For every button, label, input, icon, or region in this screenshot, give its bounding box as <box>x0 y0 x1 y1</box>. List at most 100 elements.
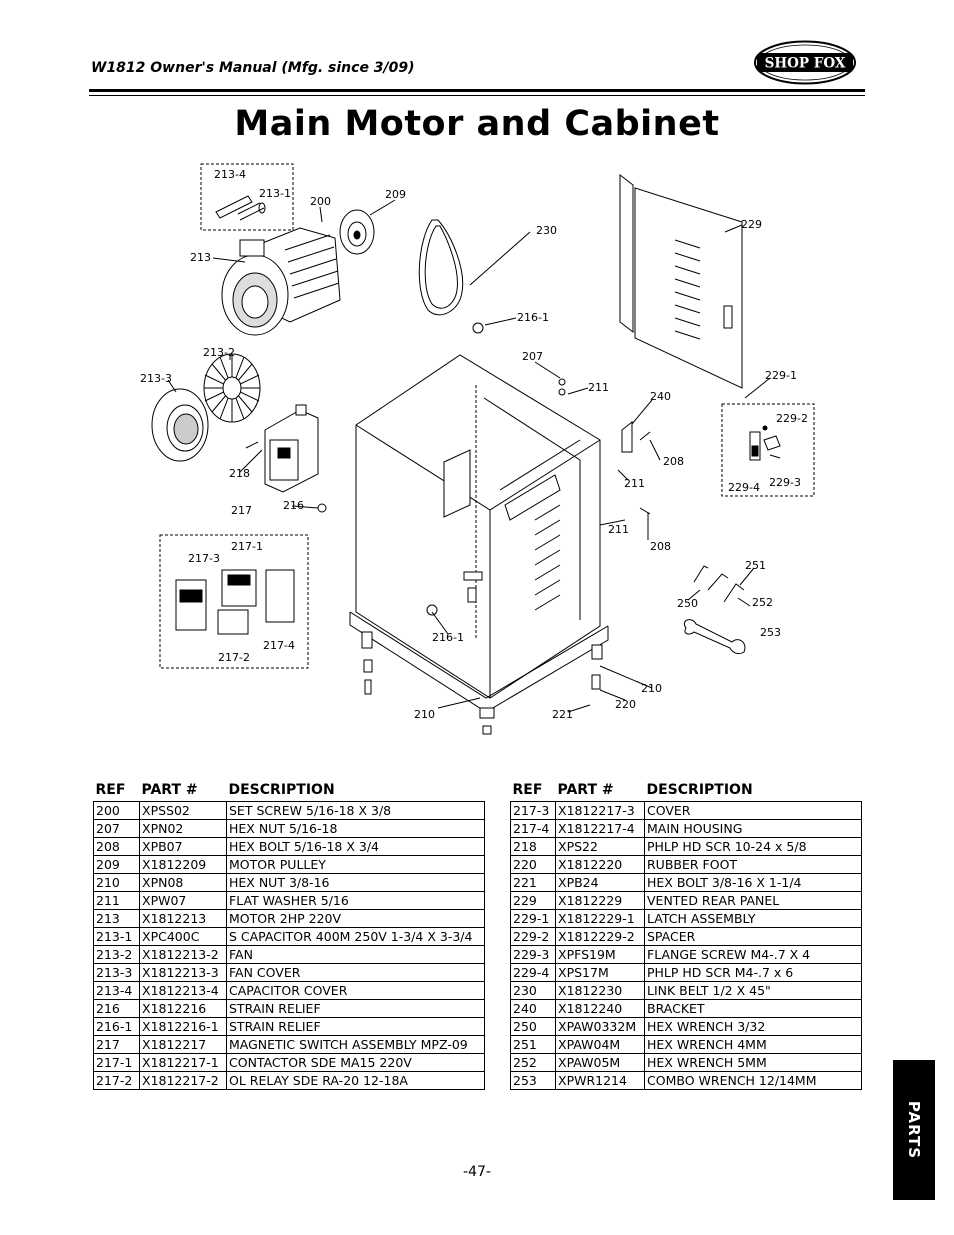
description-cell: MOTOR PULLEY <box>226 855 485 874</box>
description-cell: SET SCREW 5/16-18 X 3/8 <box>226 801 485 820</box>
callout: 230 <box>536 224 557 237</box>
callout: 229-2 <box>776 412 808 425</box>
description-cell: BRACKET <box>644 999 862 1018</box>
ref-cell: 229 <box>510 891 556 910</box>
description-cell: MAIN HOUSING <box>644 819 862 838</box>
ref-cell: 210 <box>93 873 140 892</box>
description-cell: FAN COVER <box>226 963 485 982</box>
ref-cell: 217-1 <box>93 1053 140 1072</box>
callout: 217-4 <box>263 639 295 652</box>
callout: 216-1 <box>517 311 549 324</box>
description-cell: HEX WRENCH 4MM <box>644 1035 862 1054</box>
col-part: PART # <box>141 782 198 798</box>
ref-cell: 213-1 <box>93 927 140 946</box>
callout: 229-3 <box>769 476 801 489</box>
part-number-cell: XPAW0332M <box>555 1017 645 1036</box>
part-number-cell: X1812217-2 <box>139 1071 227 1090</box>
capacitor-detail-box <box>200 163 294 231</box>
ref-cell: 250 <box>510 1017 556 1036</box>
description-cell: HEX WRENCH 5MM <box>644 1053 862 1072</box>
ref-cell: 221 <box>510 873 556 892</box>
callout: 229 <box>741 218 762 231</box>
ref-cell: 229-4 <box>510 963 556 982</box>
ref-cell: 229-2 <box>510 927 556 946</box>
description-cell: S CAPACITOR 400M 250V 1-3/4 X 3-3/4 <box>226 927 485 946</box>
callout: 207 <box>522 350 543 363</box>
callout: 217-1 <box>231 540 263 553</box>
part-number-cell: X1812213-3 <box>139 963 227 982</box>
description-cell: HEX BOLT 5/16-18 X 3/4 <box>226 837 485 856</box>
callout: 240 <box>650 390 671 403</box>
callout: 213 <box>190 251 211 264</box>
part-number-cell: XPSS02 <box>139 801 227 820</box>
part-number-cell: XPC400C <box>139 927 227 946</box>
ref-cell: 230 <box>510 981 556 1000</box>
callout: 250 <box>677 597 698 610</box>
callout: 211 <box>588 381 609 394</box>
rear-panel-illustration <box>619 173 743 389</box>
col-ref: REF <box>95 782 126 798</box>
callout: 213-3 <box>140 372 172 385</box>
description-cell: OL RELAY SDE RA-20 12-18A <box>226 1071 485 1090</box>
part-number-cell: XPAW05M <box>555 1053 645 1072</box>
callout: 210 <box>414 708 435 721</box>
description-cell: FLAT WASHER 5/16 <box>226 891 485 910</box>
part-number-cell: X1812229-2 <box>555 927 645 946</box>
ref-cell: 200 <box>93 801 140 820</box>
part-number-cell: XPWR1214 <box>555 1071 645 1090</box>
ref-cell: 217 <box>93 1035 140 1054</box>
callout: 216 <box>283 499 304 512</box>
col-part: PART # <box>557 782 614 798</box>
ref-cell: 229-1 <box>510 909 556 928</box>
part-number-cell: X1812217-3 <box>555 801 645 820</box>
table-header-row: REF PART # DESCRIPTION <box>94 778 485 802</box>
description-cell: VENTED REAR PANEL <box>644 891 862 910</box>
motor-illustration <box>221 227 341 336</box>
ref-cell: 213 <box>93 909 140 928</box>
page-title: Main Motor and Cabinet <box>234 104 720 144</box>
description-cell: SPACER <box>644 927 862 946</box>
ref-cell: 217-2 <box>93 1071 140 1090</box>
manual-title: W1812 Owner's Manual (Mfg. since 3/09) <box>91 60 415 76</box>
callout: 213-1 <box>259 187 291 200</box>
callout: 213-4 <box>214 168 246 181</box>
description-cell: FLANGE SCREW M4-.7 X 4 <box>644 945 862 964</box>
ref-cell: 211 <box>93 891 140 910</box>
callout: 208 <box>650 540 671 553</box>
part-number-cell: XPN08 <box>139 873 227 892</box>
callout: 216-1 <box>432 631 464 644</box>
callout: 229-1 <box>765 369 797 382</box>
description-cell: RUBBER FOOT <box>644 855 862 874</box>
ref-cell: 251 <box>510 1035 556 1054</box>
description-cell: LATCH ASSEMBLY <box>644 909 862 928</box>
part-number-cell: X1812217-4 <box>555 819 645 838</box>
ref-cell: 216 <box>93 999 140 1018</box>
part-number-cell: X1812217 <box>139 1035 227 1054</box>
part-number-cell: X1812229 <box>555 891 645 910</box>
part-number-cell: X1812217-1 <box>139 1053 227 1072</box>
description-cell: STRAIN RELIEF <box>226 1017 485 1036</box>
part-number-cell: X1812216 <box>139 999 227 1018</box>
description-cell: COVER <box>644 801 862 820</box>
part-number-cell: X1812229-1 <box>555 909 645 928</box>
ref-cell: 207 <box>93 819 140 838</box>
description-cell: HEX WRENCH 3/32 <box>644 1017 862 1036</box>
